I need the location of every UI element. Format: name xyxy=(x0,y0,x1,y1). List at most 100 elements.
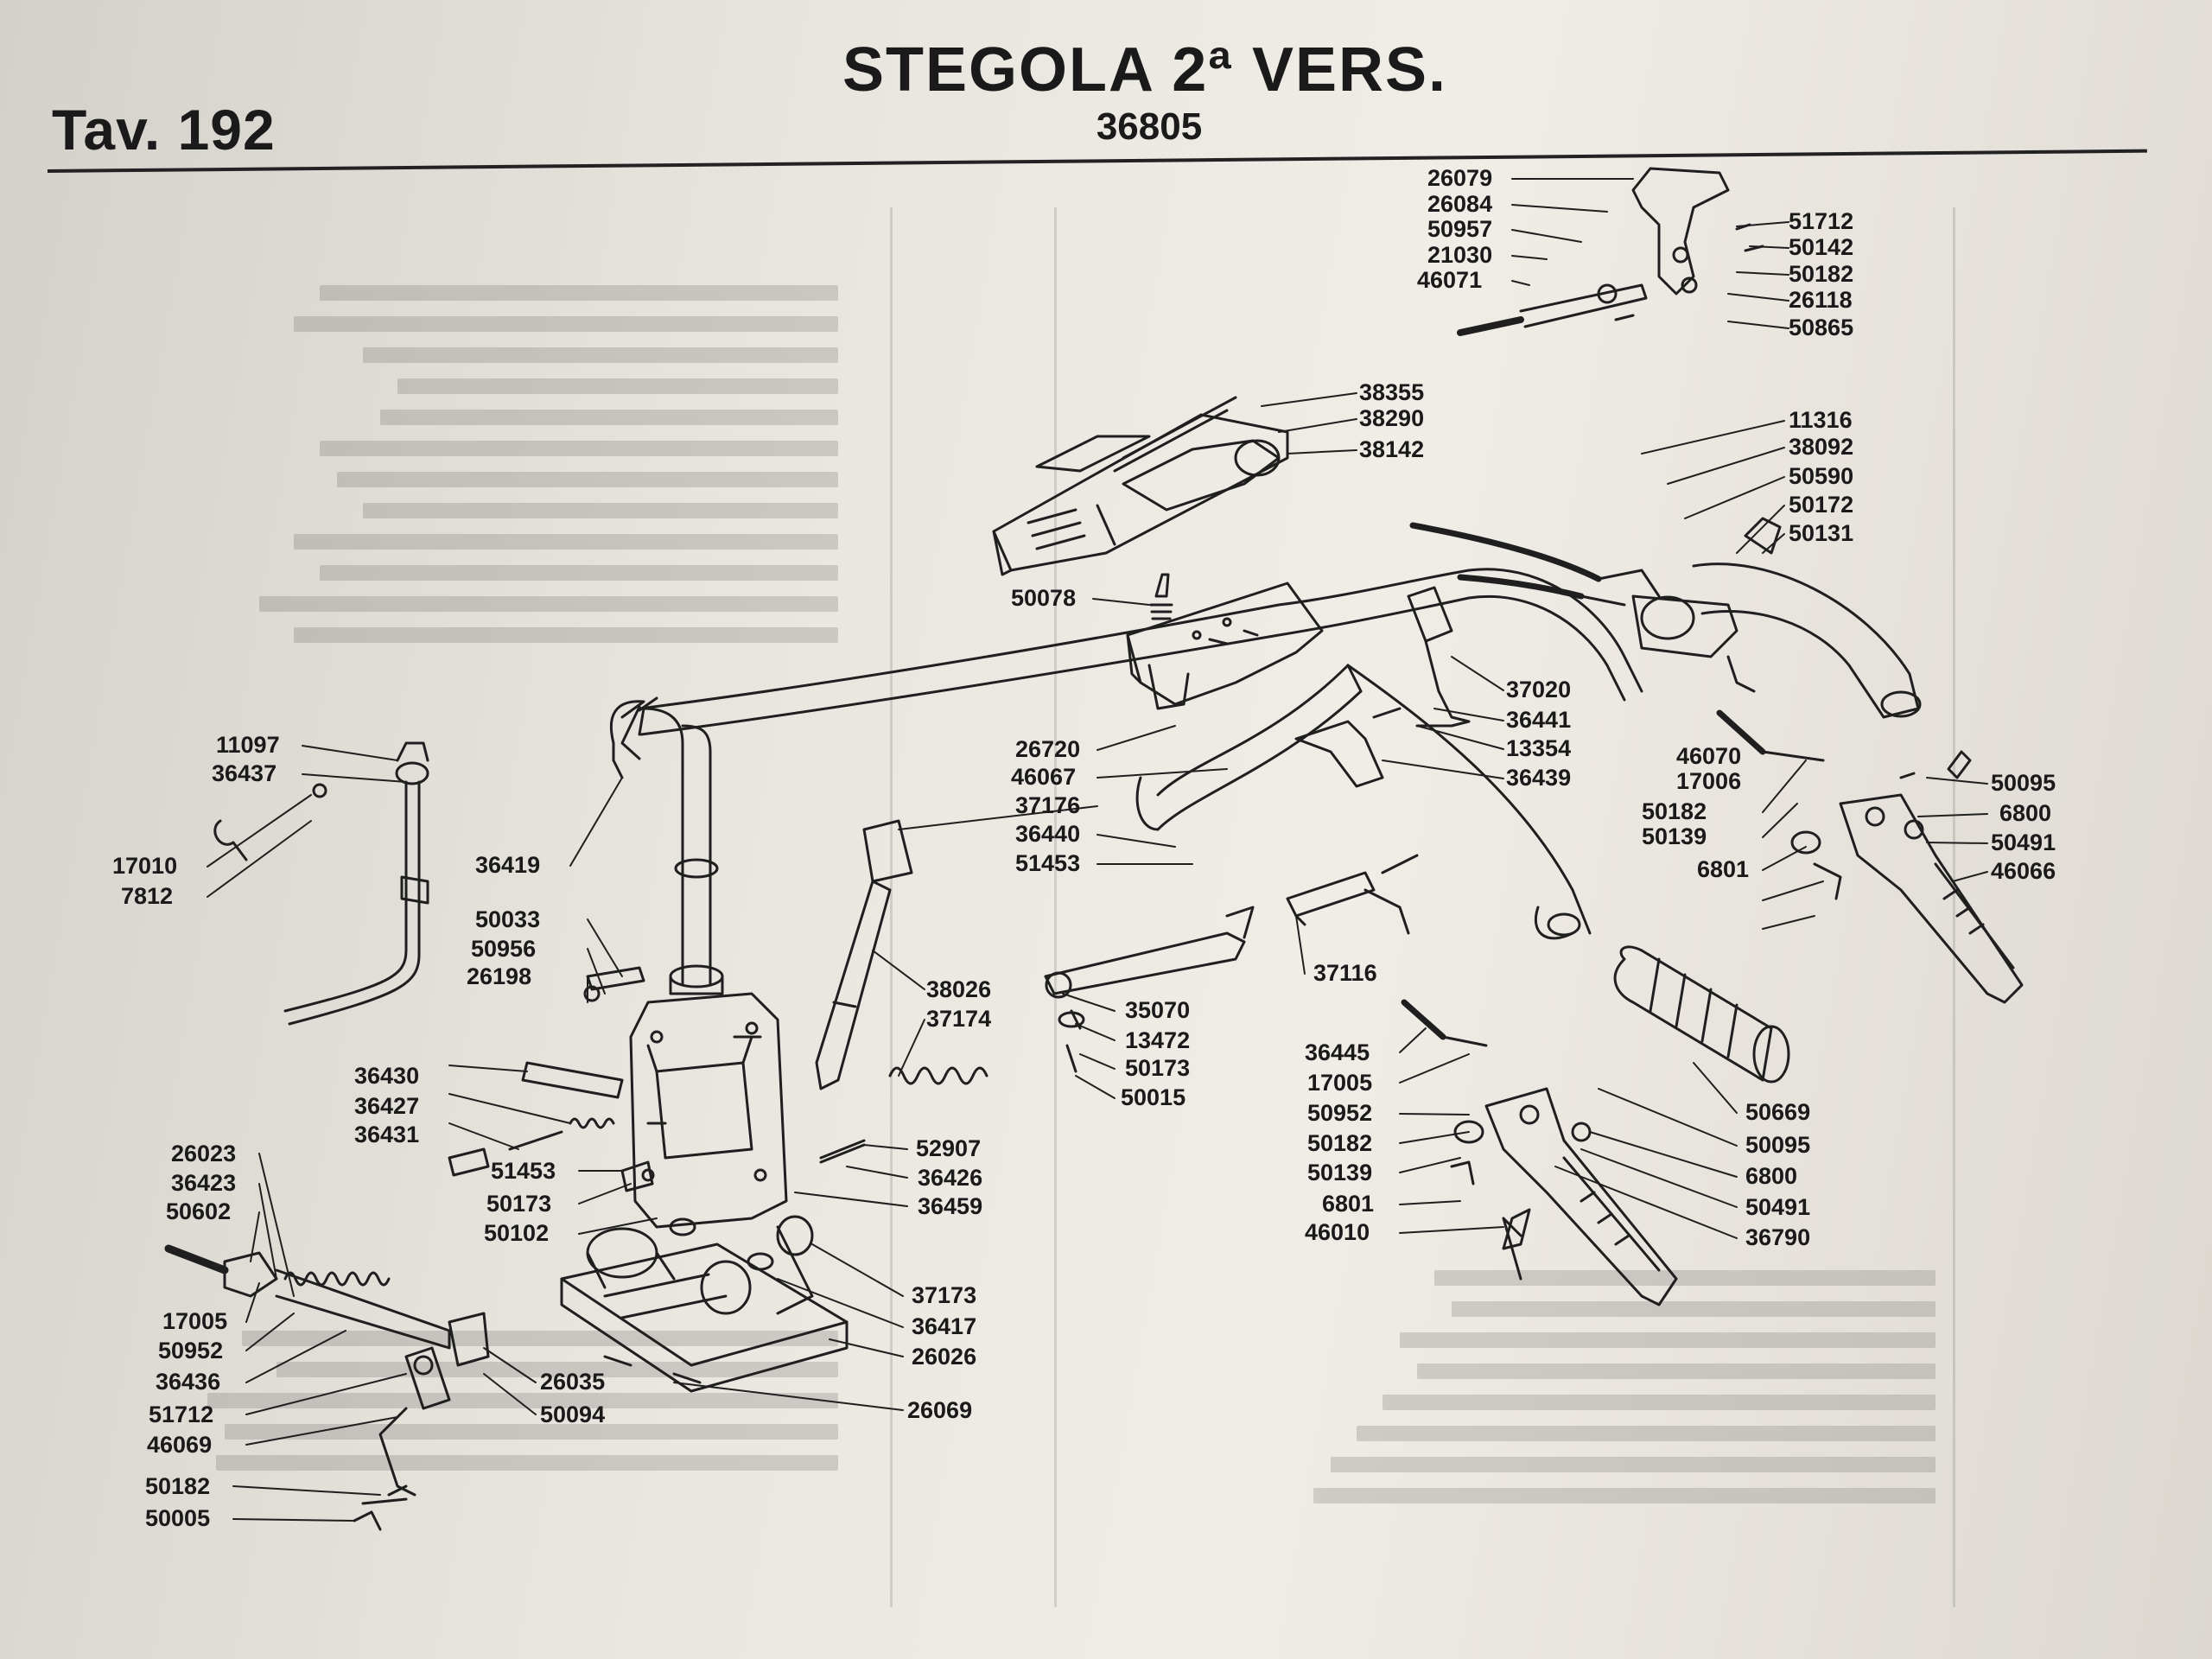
small-cable-ends xyxy=(1401,709,1825,1281)
part-label: 37173 xyxy=(912,1282,977,1308)
part-label: 13354 xyxy=(1506,735,1572,761)
part-label: 36426 xyxy=(918,1165,983,1191)
part-label: 50952 xyxy=(158,1338,224,1363)
part-label: 51453 xyxy=(491,1158,556,1184)
throttle-lever xyxy=(815,819,913,1090)
part-label: 38355 xyxy=(1359,379,1425,405)
link-plate xyxy=(1044,906,1255,1073)
part-label: 36437 xyxy=(212,760,277,786)
part-label: 50865 xyxy=(1789,315,1854,340)
lever-knob xyxy=(1294,586,1471,788)
part-label: 35070 xyxy=(1125,997,1191,1023)
part-label: 50172 xyxy=(1789,492,1854,518)
lower-base xyxy=(560,1215,849,1393)
part-label: 46069 xyxy=(147,1432,213,1458)
part-label: 50139 xyxy=(1642,823,1707,849)
part-label: 6801 xyxy=(1322,1191,1375,1217)
part-label: 46067 xyxy=(1011,764,1077,790)
part-label: 36427 xyxy=(354,1093,420,1119)
part-label: 36423 xyxy=(171,1170,237,1196)
part-label: 50095 xyxy=(1745,1132,1811,1158)
part-label: 46070 xyxy=(1676,743,1742,769)
part-label: 13472 xyxy=(1125,1027,1191,1053)
part-label: 50094 xyxy=(540,1402,606,1427)
part-label: 50491 xyxy=(1991,830,2056,855)
part-label: 50602 xyxy=(166,1198,232,1224)
left-rod xyxy=(283,741,429,1026)
part-label: 26198 xyxy=(467,963,532,989)
part-label: 46010 xyxy=(1305,1219,1370,1245)
part-label: 26023 xyxy=(171,1141,237,1166)
top-right-lever xyxy=(1457,167,1764,336)
steering-column xyxy=(629,858,788,1229)
part-label: 36419 xyxy=(475,852,541,878)
part-label: 50015 xyxy=(1121,1084,1186,1110)
part-label: 17010 xyxy=(112,853,178,879)
part-label: 36430 xyxy=(354,1063,420,1089)
part-label: 50173 xyxy=(486,1191,552,1217)
assembly-code: 36805 xyxy=(1096,105,1203,148)
part-label: 46066 xyxy=(1991,858,2056,884)
part-label: 36790 xyxy=(1745,1224,1811,1250)
part-label: 50956 xyxy=(471,936,537,962)
part-label: 36445 xyxy=(1305,1039,1370,1065)
grip-cover xyxy=(992,396,1289,576)
part-label: 38290 xyxy=(1359,405,1425,431)
left-hardware xyxy=(448,966,866,1192)
part-label: 36439 xyxy=(1506,765,1572,791)
part-label: 38026 xyxy=(926,976,992,1002)
right-lower-lever xyxy=(1450,1087,1678,1306)
part-label: 26026 xyxy=(912,1344,977,1370)
part-label: 50173 xyxy=(1125,1055,1191,1081)
part-label: 50182 xyxy=(1307,1130,1373,1156)
part-label: 51453 xyxy=(1015,850,1081,876)
cable-terminals xyxy=(1580,517,1922,719)
pedal-bracket xyxy=(1286,854,1419,935)
part-label: 37020 xyxy=(1506,677,1572,702)
part-label: 36459 xyxy=(918,1193,983,1219)
part-label: 36431 xyxy=(354,1122,420,1147)
part-label: 50590 xyxy=(1789,463,1854,489)
part-label: 17005 xyxy=(162,1308,228,1334)
part-label: 50033 xyxy=(475,906,541,932)
part-label: 17005 xyxy=(1307,1070,1373,1096)
right-upper-lever xyxy=(1790,750,2024,1004)
part-label: 37116 xyxy=(1313,960,1377,986)
part-label: 50491 xyxy=(1745,1194,1811,1220)
part-label: 26035 xyxy=(540,1369,606,1395)
part-label: 21030 xyxy=(1427,242,1493,268)
part-label: 50669 xyxy=(1745,1099,1811,1125)
part-label: 51712 xyxy=(1789,208,1854,234)
part-label: 46071 xyxy=(1417,267,1483,293)
left-handle-arm xyxy=(609,696,658,779)
part-label: 26720 xyxy=(1015,736,1081,762)
part-label: 51712 xyxy=(149,1402,214,1427)
part-label: 7812 xyxy=(121,883,174,909)
part-label: 38142 xyxy=(1359,436,1425,462)
part-label: 38092 xyxy=(1789,434,1854,460)
part-label: 50139 xyxy=(1307,1160,1373,1185)
part-label: 6800 xyxy=(1745,1163,1798,1189)
part-label: 36440 xyxy=(1015,821,1081,847)
part-label: 11316 xyxy=(1789,407,1853,433)
part-label: 26079 xyxy=(1427,165,1493,191)
top-housing xyxy=(1126,573,1324,710)
part-label: 50952 xyxy=(1307,1100,1373,1126)
handlebar-tube xyxy=(638,568,1643,940)
part-label: 26084 xyxy=(1427,191,1493,217)
part-label: 50102 xyxy=(484,1220,550,1246)
page-title: STEGOLA 2ª VERS. xyxy=(842,35,1448,105)
part-label: 26069 xyxy=(907,1397,973,1423)
part-label: 37174 xyxy=(926,1006,992,1032)
part-label: 50182 xyxy=(145,1473,211,1499)
part-label: 50005 xyxy=(145,1505,211,1531)
part-label: 6800 xyxy=(1999,800,2052,826)
left-cable-assembly xyxy=(164,1244,490,1531)
part-label: 50182 xyxy=(1642,798,1707,824)
part-label: 36417 xyxy=(912,1313,977,1339)
part-label: 17006 xyxy=(1676,768,1742,794)
part-label: 50131 xyxy=(1789,520,1854,546)
cable-bundle xyxy=(1409,522,1602,600)
clip-part xyxy=(213,783,327,861)
